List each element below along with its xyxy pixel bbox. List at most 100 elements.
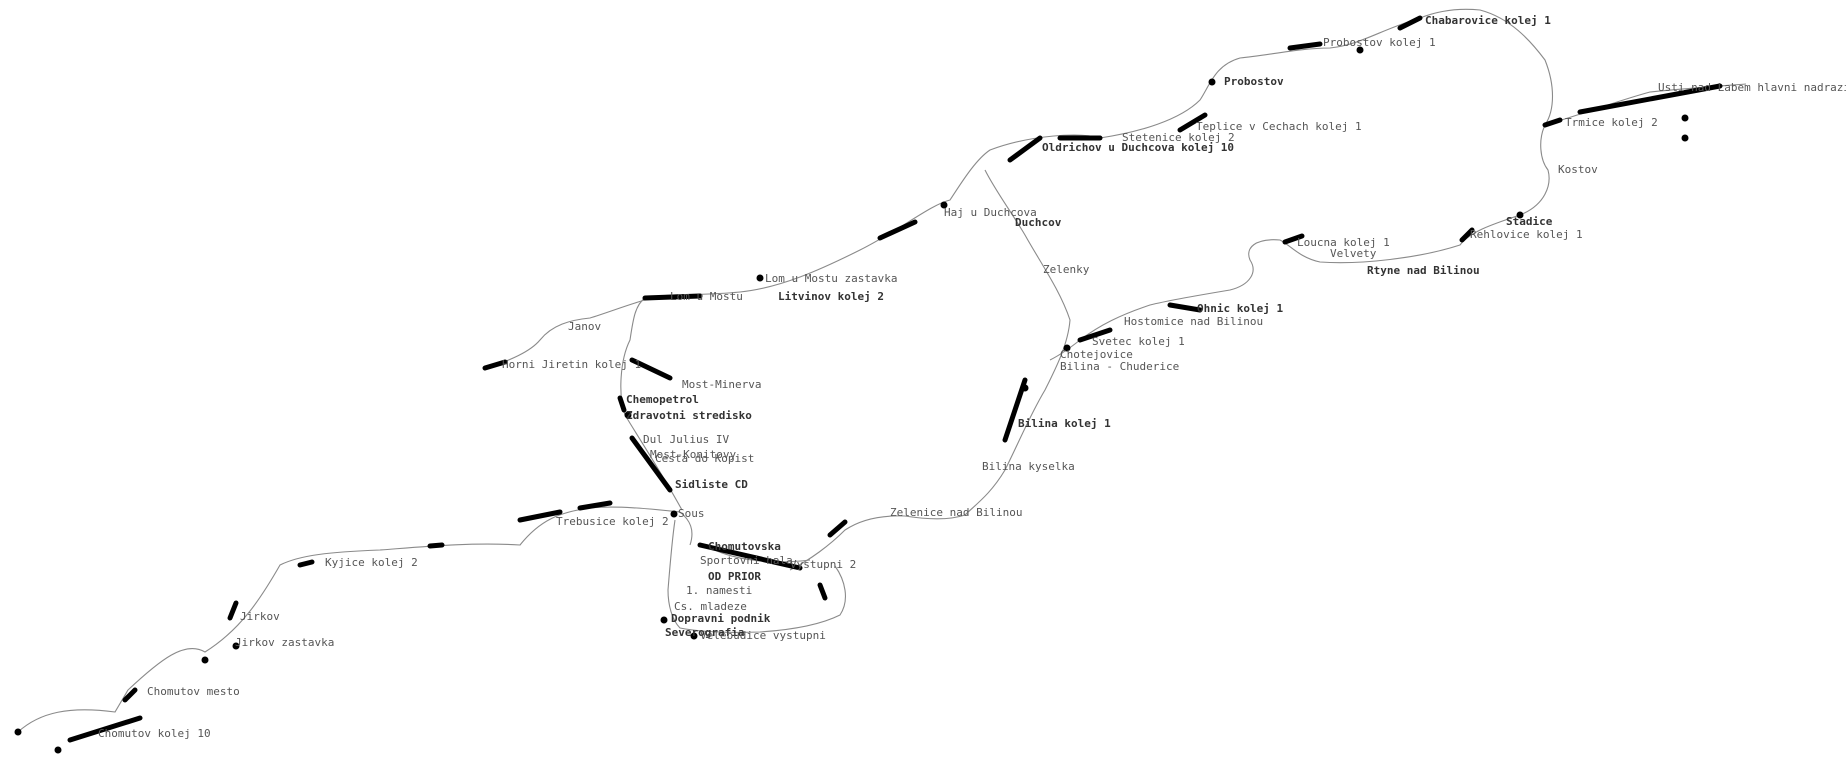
segment-trmice bbox=[1542, 117, 1563, 128]
segment-most-center bbox=[697, 542, 803, 571]
label-dul-julius: Dul Julius IV bbox=[643, 433, 729, 446]
label-cs-mladeze: Cs. mladeze bbox=[674, 600, 747, 613]
label-jirkov: Jirkov bbox=[240, 610, 280, 623]
label-rehlovice: Rehlovice kolej 1 bbox=[1470, 228, 1583, 241]
segment-most-north bbox=[629, 435, 673, 493]
stop-west-end bbox=[14, 728, 22, 736]
stop-sous bbox=[670, 510, 678, 518]
segment-kyjice bbox=[297, 559, 315, 568]
stop-velebudice bbox=[690, 632, 698, 640]
label-stetenice: Stetenice kolej 2 bbox=[1122, 131, 1235, 144]
label-most-konitovy: Most-Konitovy bbox=[650, 448, 736, 461]
label-bilina: Bilina kolej 1 bbox=[1018, 417, 1111, 430]
stop-haj bbox=[940, 201, 948, 209]
stops bbox=[14, 46, 1689, 754]
stop-chomutov-mesto bbox=[201, 656, 209, 664]
segment-chomutov bbox=[67, 715, 143, 743]
segment-teplice bbox=[1177, 112, 1208, 133]
label-severografia: Severografia bbox=[665, 626, 744, 639]
segment-stadice bbox=[1459, 227, 1475, 243]
label-horni-jiretin: Horni Jiretin kolej 1 bbox=[502, 358, 641, 371]
stop-dopravni bbox=[660, 616, 668, 624]
segment-usti bbox=[1577, 83, 1723, 115]
segment-trebusice bbox=[517, 509, 563, 523]
segment-kyjice-b bbox=[427, 542, 445, 549]
route-chomutov-most bbox=[17, 506, 693, 733]
segment-chomutov-b bbox=[122, 687, 138, 703]
label-jirkov-zastavka: Jirkov zastavka bbox=[235, 636, 334, 649]
label-hostomice: Hostomice nad Bilinou bbox=[1124, 315, 1263, 328]
label-chotejovice: Chotejovice bbox=[1060, 348, 1133, 361]
label-teplice: Teplice v Cechach kolej 1 bbox=[1196, 120, 1362, 133]
label-chomutovska: Chomutovska bbox=[708, 540, 781, 553]
label-bilina-kyselka: Bilina kyselka bbox=[982, 460, 1075, 473]
segment-lom bbox=[877, 219, 918, 241]
label-dopravni: Dopravni podnik bbox=[671, 612, 771, 625]
segment-chabarovice bbox=[1397, 15, 1423, 31]
label-litvinov: Litvinov kolej 2 bbox=[778, 290, 884, 303]
route-duchcov-teplice-chabarovice bbox=[1099, 8, 1553, 139]
label-chomutov: Chomutov kolej 10 bbox=[98, 727, 211, 740]
label-svetec: Svetec kolej 1 bbox=[1092, 335, 1185, 348]
label-kostov: Kostov bbox=[1558, 163, 1598, 176]
label-bilina-chuderice: Bilina - Chuderice bbox=[1060, 360, 1179, 373]
label-prvni-namesti: 1. namesti bbox=[686, 584, 752, 597]
label-zelenky: Zelenky bbox=[1043, 263, 1090, 276]
label-duchcov: Duchcov bbox=[1015, 216, 1062, 229]
label-vystupni: Vystupni 2 bbox=[790, 558, 856, 571]
segment-loucna bbox=[1282, 233, 1305, 245]
stop-probostov-west bbox=[1208, 78, 1216, 86]
label-janov: Janov bbox=[568, 320, 601, 333]
stop-usti-south bbox=[1681, 114, 1689, 122]
label-usti: Usti nad Labem hlavni nadrazi bbox=[1658, 81, 1846, 94]
label-kyjice: Kyjice kolej 2 bbox=[325, 556, 418, 569]
label-sportovni: Sportovni hala bbox=[700, 554, 793, 567]
segment-probostov bbox=[1287, 41, 1323, 51]
label-trebusice: Trebusice kolej 2 bbox=[556, 515, 669, 528]
segment-trebusice-b bbox=[577, 500, 613, 511]
stop-lom-zastavka bbox=[756, 274, 764, 282]
segment-oldrichov bbox=[1007, 135, 1043, 163]
label-velebudice: Velebudice vystupni bbox=[700, 629, 826, 642]
label-velvety: Velvety bbox=[1330, 247, 1377, 260]
route-lines bbox=[17, 8, 1747, 733]
segment-ohnic bbox=[1167, 302, 1203, 313]
stop-chotejovice bbox=[1063, 344, 1071, 352]
label-chemopetrol: Chemopetrol bbox=[626, 393, 699, 406]
segment-horni-jiretin bbox=[482, 359, 508, 371]
segment-jirkov bbox=[227, 600, 239, 621]
labels: Chabarovice kolej 1 Probostov kolej 1 Pr… bbox=[98, 14, 1846, 740]
label-haj: Haj u Duchcova bbox=[944, 206, 1037, 219]
label-ohnic: Ohnic kolej 1 bbox=[1197, 302, 1283, 315]
label-zelenice: Zelenice nad Bilinou bbox=[890, 506, 1022, 519]
route-horni-jiretin bbox=[487, 295, 661, 369]
stop-chomutov bbox=[54, 746, 62, 754]
label-loucna: Loucna kolej 1 bbox=[1297, 236, 1390, 249]
stop-jirkov-zastavka bbox=[232, 642, 240, 650]
stop-zdravotni bbox=[624, 411, 632, 419]
label-probostov-kolej: Probostov kolej 1 bbox=[1323, 36, 1436, 49]
segment-vystupni bbox=[817, 582, 828, 601]
label-sidliste: Sidliste CD bbox=[675, 478, 748, 491]
label-chabarovice: Chabarovice kolej 1 bbox=[1425, 14, 1551, 27]
segment-bilina bbox=[1002, 377, 1028, 443]
segment-svetec bbox=[1077, 327, 1113, 343]
label-chomutov-mesto: Chomutov mesto bbox=[147, 685, 240, 698]
label-rtyne: Rtyne nad Bilinou bbox=[1367, 264, 1480, 277]
segment-zelenice bbox=[827, 519, 848, 538]
track-segments bbox=[67, 15, 1723, 743]
label-od-prior: OD PRIOR bbox=[708, 570, 761, 583]
segment-chemopetrol bbox=[617, 395, 627, 413]
label-trmice: Trmice kolej 2 bbox=[1565, 116, 1658, 129]
label-lom: Lom u Mostu bbox=[670, 290, 743, 303]
label-zdravotni: Zdravotni stredisko bbox=[626, 409, 752, 422]
segment-most-minerva bbox=[629, 357, 673, 381]
label-stadice: Stadice bbox=[1506, 215, 1553, 228]
label-lom-zastavka: Lom u Mostu zastavka bbox=[765, 272, 897, 285]
stop-bilina-kyselka bbox=[1021, 384, 1029, 392]
stop-stadice bbox=[1516, 211, 1524, 219]
label-most-minerva: Most-Minerva bbox=[682, 378, 761, 391]
stop-chabarovice-west bbox=[1356, 46, 1364, 54]
segment-litvinov bbox=[642, 293, 703, 301]
